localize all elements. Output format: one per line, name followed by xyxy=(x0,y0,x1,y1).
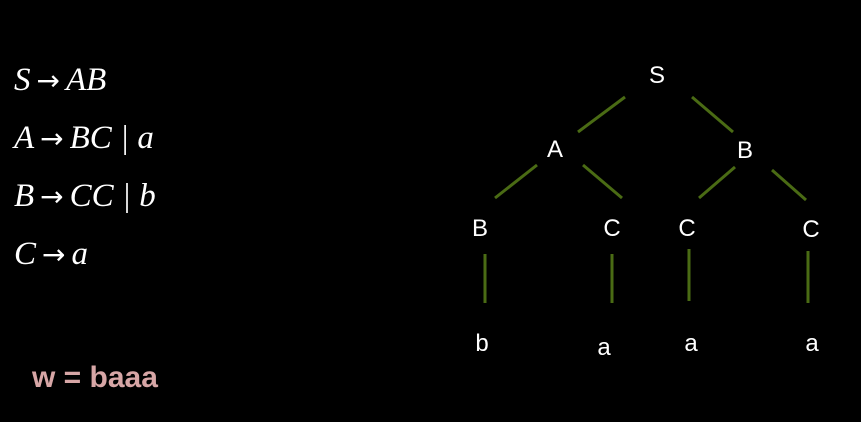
rule-a: A→BC | a xyxy=(14,118,154,159)
leaf-a2: a xyxy=(684,330,698,357)
edge-s-a xyxy=(577,95,626,134)
rule-lhs: C xyxy=(14,236,37,272)
rule-s: S→AB xyxy=(14,60,106,101)
node-s: S xyxy=(649,62,665,89)
node-b-c1: C xyxy=(678,215,695,242)
edge-b-c1 xyxy=(698,165,736,200)
rule-lhs: S xyxy=(14,62,31,98)
arrow-icon: → xyxy=(40,180,64,213)
rule-c: C→a xyxy=(14,234,88,275)
rule-rhs: CC | b xyxy=(69,178,156,214)
leaf-a3: a xyxy=(805,330,819,357)
rule-rhs: a xyxy=(71,236,88,272)
node-b-c2: C xyxy=(802,216,819,243)
node-a-c: C xyxy=(603,215,620,242)
edge-a-b xyxy=(494,163,538,200)
edge-a-c xyxy=(582,163,623,200)
input-word: w = baaa xyxy=(32,361,158,394)
rule-rhs: BC | a xyxy=(69,120,154,156)
edge-s-b xyxy=(691,95,734,134)
leaf-a1: a xyxy=(597,334,611,361)
arrow-icon: → xyxy=(36,64,60,97)
rule-rhs: AB xyxy=(65,62,107,98)
edge-b-c2 xyxy=(771,168,807,202)
rule-lhs: A xyxy=(14,120,35,156)
node-b: B xyxy=(737,137,753,164)
arrow-icon: → xyxy=(40,122,64,155)
node-a-b: B xyxy=(472,215,488,242)
leaf-b: b xyxy=(475,330,488,357)
node-a: A xyxy=(547,136,563,163)
arrow-icon: → xyxy=(42,238,66,271)
rule-lhs: B xyxy=(14,178,35,214)
rule-b: B→CC | b xyxy=(14,176,156,217)
